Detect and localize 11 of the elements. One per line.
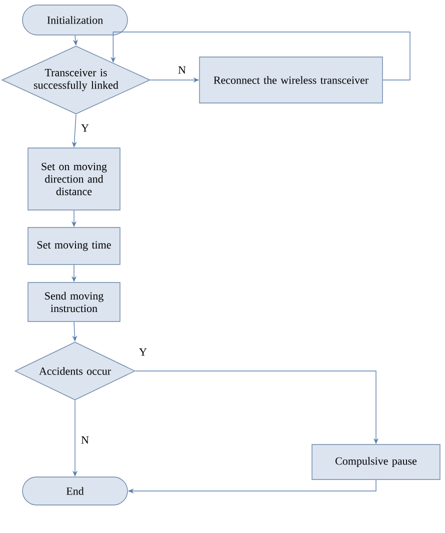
- edge-label: N: [177, 65, 187, 75]
- edge-label: Y: [138, 347, 148, 357]
- process-box: Send moving instruction: [28, 282, 120, 322]
- process-box: Set on moving direction and distance: [28, 148, 120, 210]
- process-box: Reconnect the wireless transceiver: [199, 56, 383, 104]
- end-terminal: End: [22, 476, 128, 506]
- start-terminal: Initialization: [22, 4, 128, 36]
- process-box: Compulsive pause: [312, 444, 440, 480]
- edge-label: Y: [80, 123, 90, 133]
- process-box: Set moving time: [28, 227, 120, 265]
- edge-label: N: [80, 435, 90, 445]
